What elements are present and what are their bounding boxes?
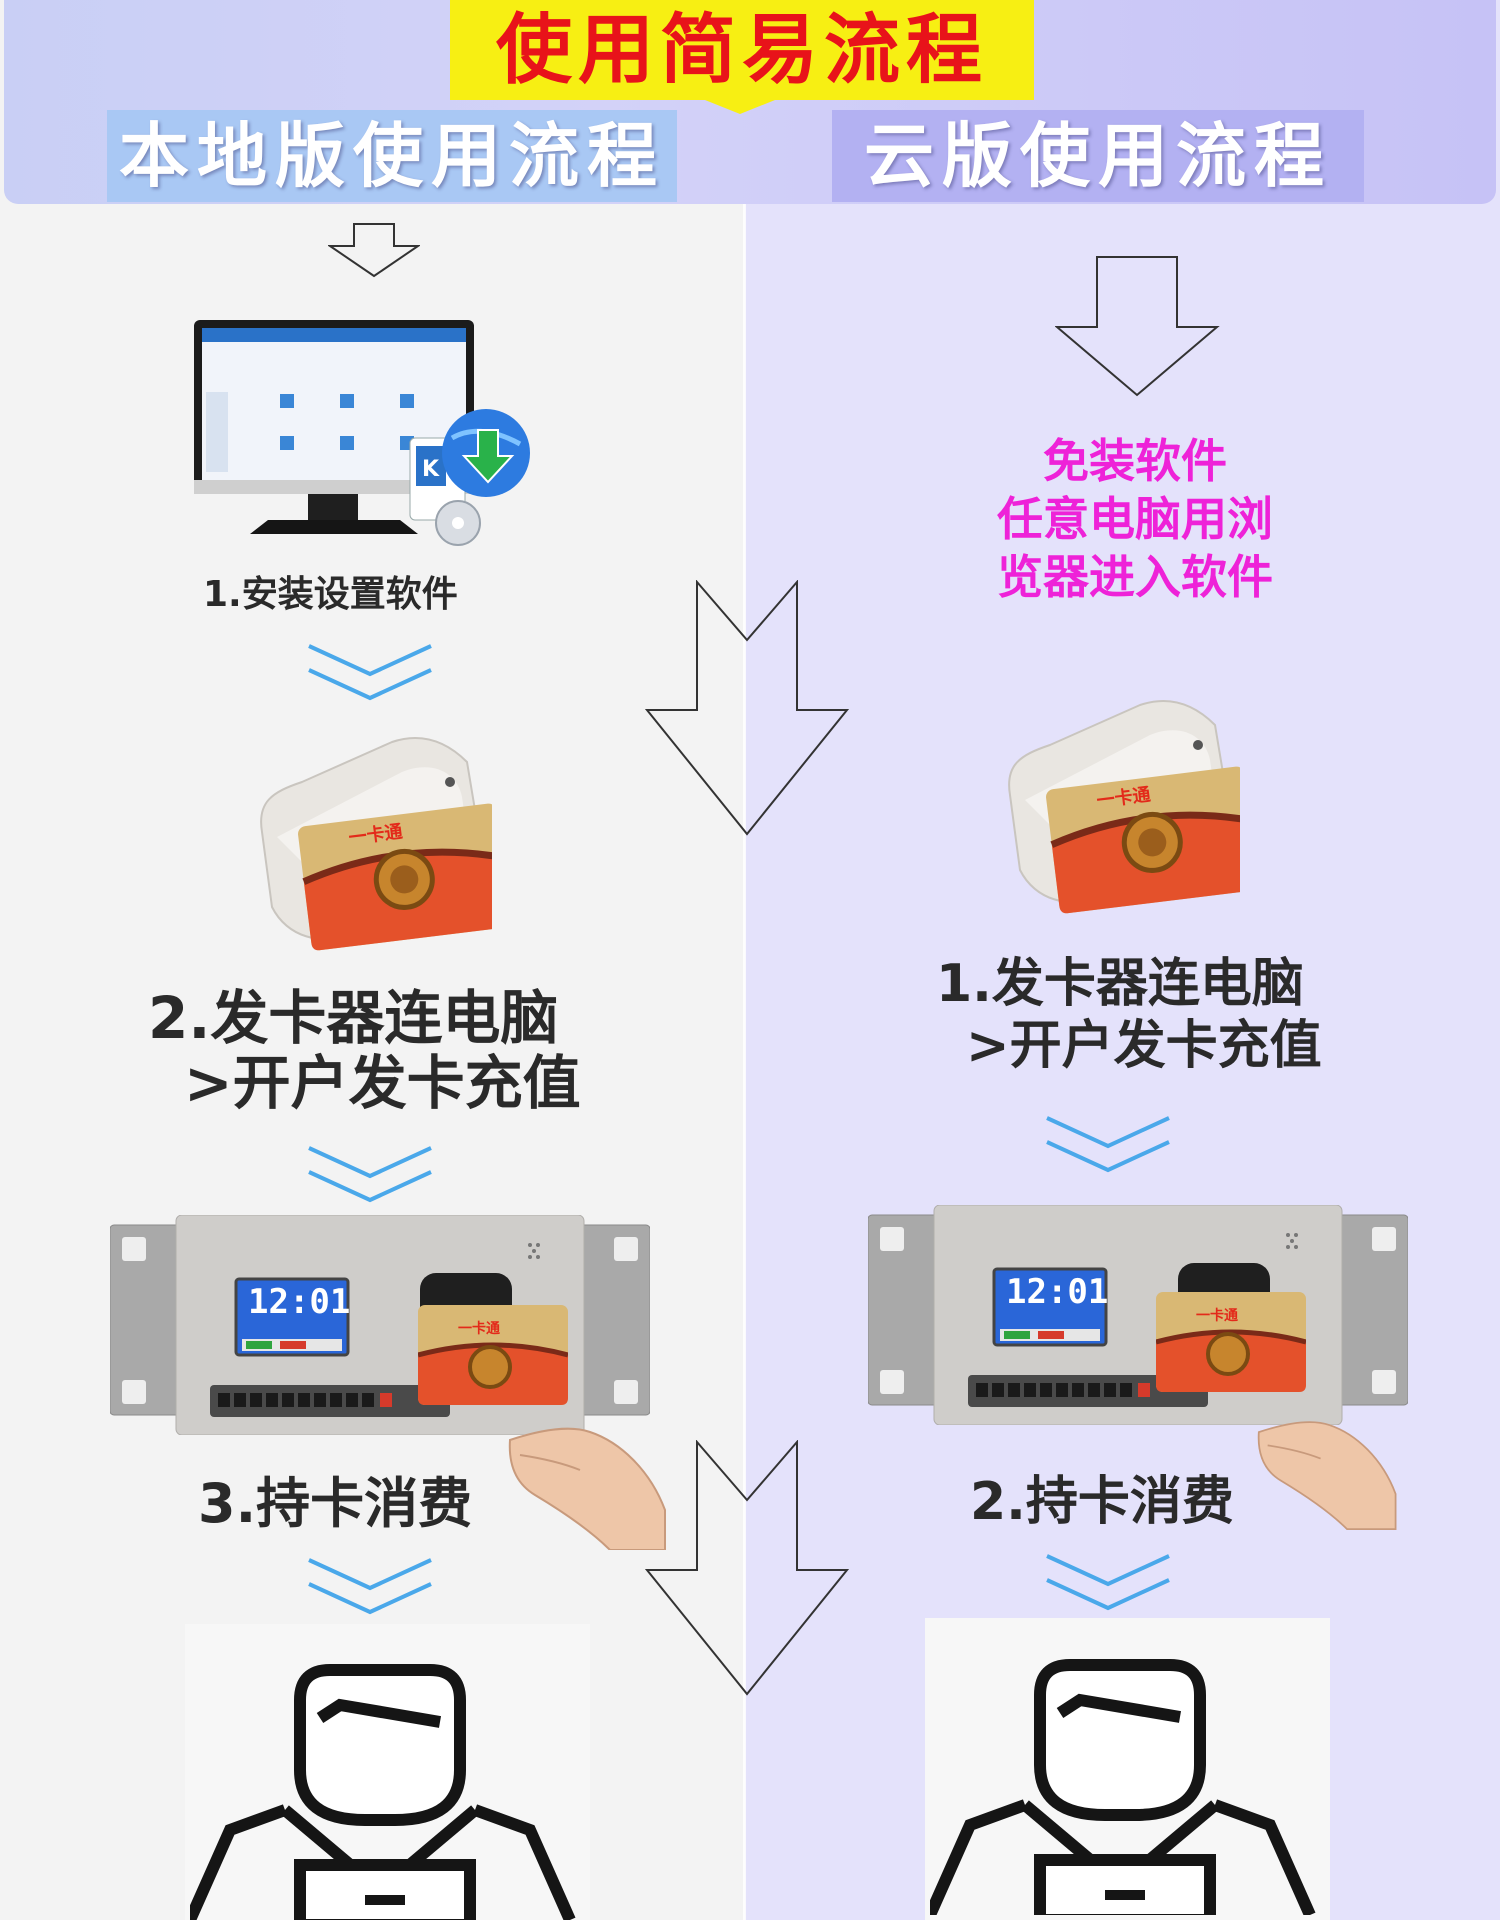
cloud-step1-line1: 1.发卡器连电脑: [936, 954, 1304, 1014]
consumer-card-icon: [418, 1305, 568, 1405]
card-reader-icon: [232, 722, 492, 952]
user-icon: [190, 1660, 590, 1920]
large-down-arrow-icon: [1055, 256, 1220, 397]
card-reader-icon: [980, 685, 1240, 915]
hand-icon: [1250, 1388, 1400, 1538]
local-step2-line1: 2.发卡器连电脑: [148, 984, 559, 1052]
center-down-arrow-icon: [645, 580, 850, 836]
terminal-clock-display: 12:01: [1006, 1272, 1109, 1312]
cloud-step2-label: 2.持卡消费: [970, 1472, 1234, 1532]
chevron-down-icon: [305, 1552, 435, 1622]
cloud-step1-line2: >开户发卡充值: [966, 1016, 1322, 1076]
local-step2-line2: >开户发卡充值: [184, 1049, 581, 1117]
cloud-note: 免装软件 任意电脑用浏 览器进入软件: [940, 432, 1330, 606]
cloud-note-line1: 免装软件: [1043, 434, 1227, 488]
computer-software-icon: K: [194, 320, 530, 546]
cloud-note-line3: 览器进入软件: [997, 550, 1273, 604]
chevron-down-icon: [1043, 1110, 1173, 1180]
chevron-down-icon: [1043, 1548, 1173, 1618]
local-step3-label: 3.持卡消费: [198, 1472, 473, 1535]
svg-text:K: K: [422, 457, 440, 482]
consumer-card-icon: [1156, 1292, 1306, 1392]
cloud-version-title: 云版使用流程: [832, 110, 1364, 202]
cloud-note-line2: 任意电脑用浏: [997, 492, 1273, 546]
column-divider: [743, 200, 746, 1920]
terminal-clock-display: 12:01: [248, 1282, 351, 1322]
user-icon: [930, 1655, 1330, 1915]
chevron-down-icon: [305, 1140, 435, 1210]
small-down-arrow-icon: [328, 223, 420, 278]
page-title: 使用简易流程: [450, 0, 1034, 100]
local-step1-label: 1.安装设置软件: [203, 574, 458, 615]
local-version-title: 本地版使用流程: [107, 110, 677, 202]
center-down-arrow-icon: [645, 1440, 850, 1696]
chevron-down-icon: [305, 638, 435, 708]
